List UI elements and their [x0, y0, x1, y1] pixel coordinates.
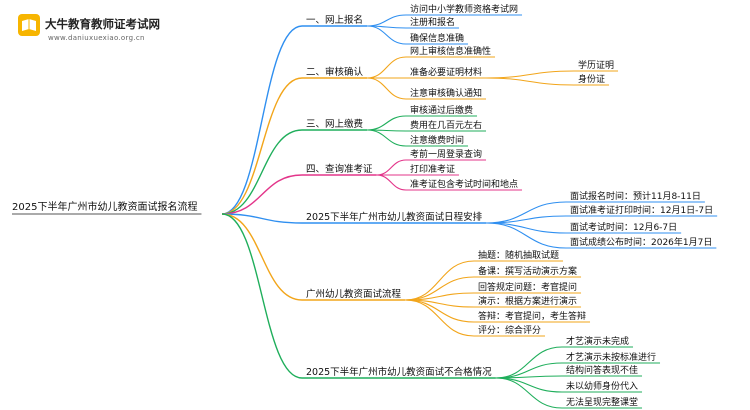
child-connector: [366, 77, 407, 100]
site-name: 大牛教育教师证考试网: [45, 17, 160, 31]
child-label: 面试准考证打印时间：12月1日-7日: [570, 204, 713, 216]
child-connector: [367, 129, 407, 147]
site-logo: 大牛教育教师证考试网 www.daniuxuexiao.org.cn: [18, 14, 160, 42]
branch-label: 广州幼儿教资面试流程: [306, 288, 402, 300]
child-connector: [366, 56, 407, 79]
grandchild-connector: [486, 77, 575, 86]
child-connector: [405, 299, 475, 337]
branch-connector: [221, 213, 303, 379]
child-connector: [495, 346, 563, 379]
grandchild-label: 学历证明: [578, 59, 614, 71]
branch-label: 四、查询准考证: [306, 163, 373, 175]
child-connector: [367, 14, 407, 27]
branch-label: 2025下半年广州市幼儿教资面试不合格情况: [306, 366, 492, 378]
book-icon: [18, 14, 40, 36]
grandchild-connector: [486, 70, 575, 79]
child-label: 无法呈现完整课堂: [566, 396, 638, 408]
child-connector: [367, 25, 407, 45]
child-label: 评分：综合评分: [478, 324, 541, 336]
child-connector: [367, 115, 407, 131]
child-label: 才艺演示未完成: [566, 335, 629, 347]
grandchild-label: 身份证: [578, 73, 605, 85]
branch-connector: [221, 129, 303, 215]
branch-connector: [221, 213, 303, 301]
child-connector: [486, 215, 567, 224]
child-label: 打印准考证: [410, 163, 455, 175]
child-label: 注意缴费时间: [410, 134, 464, 146]
branch-label: 2025下半年广州市幼儿教资面试日程安排: [306, 211, 483, 223]
child-connector: [486, 222, 567, 249]
branch-connector: [221, 213, 303, 224]
child-label: 注意审核确认通知: [410, 87, 482, 99]
child-label: 未以幼师身份代入: [566, 380, 638, 392]
child-label: 确保信息准确: [410, 32, 464, 44]
mindmap-nodes: 2025下半年广州市幼儿教资面试报名流程 一、网上报名 访问中小学教师资格考试网注册…: [12, 3, 713, 408]
child-label: 备课：撰写活动演示方案: [478, 265, 577, 277]
child-label: 考前一周登录查询: [410, 148, 482, 160]
root-topic: 2025下半年广州市幼儿教资面试报名流程: [12, 200, 197, 213]
child-label: 答辩：考官提问，考生答辩: [478, 310, 586, 322]
child-label: 面试成绩公布时间：2026年1月7日: [570, 236, 712, 248]
child-label: 审核通过后缴费: [410, 104, 473, 116]
child-label: 结构问答表现不佳: [566, 364, 638, 376]
child-connector: [495, 377, 563, 409]
child-label: 网上审核信息准确性: [410, 45, 491, 57]
connector-lines: [12, 14, 718, 409]
child-label: 演示：根据方案进行演示: [478, 295, 577, 307]
child-connector: [405, 260, 475, 301]
child-label: 访问中小学教师资格考试网: [410, 3, 518, 15]
branch-connector: [221, 25, 303, 215]
child-label: 注册和报名: [410, 16, 455, 28]
branch-label: 三、网上缴费: [306, 118, 363, 130]
child-label: 面试报名时间：预计11月8-11日: [570, 190, 701, 202]
child-label: 才艺演示未按标准进行: [566, 351, 656, 363]
branch-connector: [221, 174, 303, 215]
child-label: 抽题：随机抽取试题: [478, 249, 559, 261]
branch-connector: [221, 77, 303, 215]
child-connector: [495, 377, 563, 393]
branch-label: 一、网上报名: [306, 14, 363, 26]
child-connector: [376, 174, 407, 191]
child-label: 回答规定问题：考官提问: [478, 281, 577, 293]
child-label: 准考证包含考试时间和地点: [410, 178, 518, 190]
child-label: 面试考试时间：12月6-7日: [570, 221, 677, 233]
site-url: www.daniuxuexiao.org.cn: [48, 34, 145, 42]
child-label: 费用在几百元左右: [410, 119, 482, 131]
child-connector: [376, 159, 407, 176]
branch-label: 二、审核确认: [306, 66, 364, 78]
child-label: 准备必要证明材料: [410, 66, 482, 78]
child-connector: [486, 222, 567, 234]
